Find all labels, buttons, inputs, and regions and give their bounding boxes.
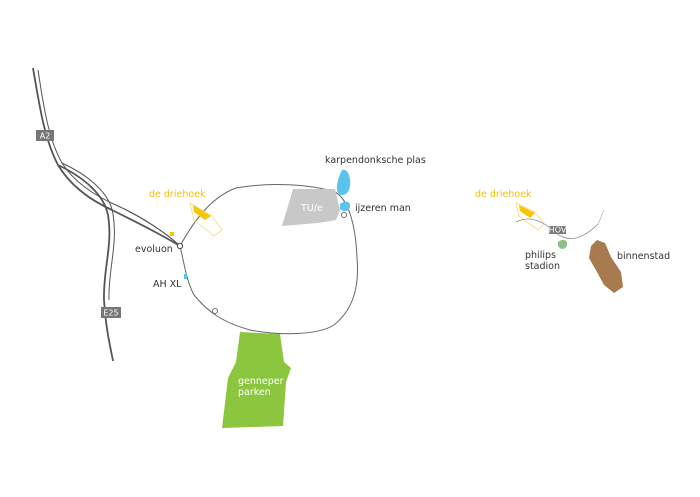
driehoek-right-outline <box>515 202 545 231</box>
ijzeren-man-water <box>340 201 351 212</box>
tue-label: TU/e <box>300 203 323 214</box>
driehoek-right-area <box>519 205 535 218</box>
inset-road-north <box>597 209 605 225</box>
station-shield <box>549 226 566 234</box>
genneper-label-line1: genneper <box>238 376 284 387</box>
a2-shield-label: A2 <box>40 132 51 141</box>
a2-highway <box>32 67 181 247</box>
driehoek-left-label: de driehoek <box>149 189 206 200</box>
karpendonksche-plas-water <box>336 169 351 196</box>
genneper-label-line2: parken <box>238 387 271 398</box>
binnenstad-label: binnenstad <box>617 251 670 262</box>
driehoek-left-area <box>193 205 211 220</box>
e25-highway <box>57 164 114 362</box>
evoluon-connector <box>117 205 181 247</box>
philips-stadion-label-line2: stadion <box>525 261 560 272</box>
evoluon-label: evoluon <box>135 244 173 255</box>
binnenstad-area <box>589 240 623 293</box>
ijzeren-man-label: ijzeren man <box>355 203 411 214</box>
ijzeren-man-marker <box>340 211 348 219</box>
e25-shield-label: E25 <box>103 309 118 318</box>
station-shield-label: HOV <box>549 226 567 235</box>
evoluon-yellow-marker <box>170 232 174 236</box>
driehoek-left-outline <box>189 202 223 237</box>
ah-xl-label: AH XL <box>153 279 182 290</box>
e25-highway-parallel <box>61 162 115 301</box>
highway-group <box>32 67 181 362</box>
tue-campus <box>282 189 340 226</box>
a2-shield: A2 <box>36 130 54 141</box>
a2-highway-parallel <box>37 69 119 207</box>
driehoek-right-label: de driehoek <box>475 189 532 200</box>
evoluon-marker <box>176 242 184 250</box>
philips-stadion-area <box>558 239 568 249</box>
ring-junction-marker <box>211 307 219 315</box>
karpendonksche-plas-label: karpendonksche plas <box>325 155 426 166</box>
city-center-inset: de driehoek HOV philips stadion binnenst… <box>475 189 670 293</box>
e25-shield: E25 <box>101 307 121 318</box>
philips-stadion-label-line1: philips <box>525 250 556 261</box>
ah-xl-marker <box>184 274 187 279</box>
inset-road <box>515 218 599 239</box>
genneper-parken-area <box>222 332 291 428</box>
ring-road <box>179 184 359 335</box>
